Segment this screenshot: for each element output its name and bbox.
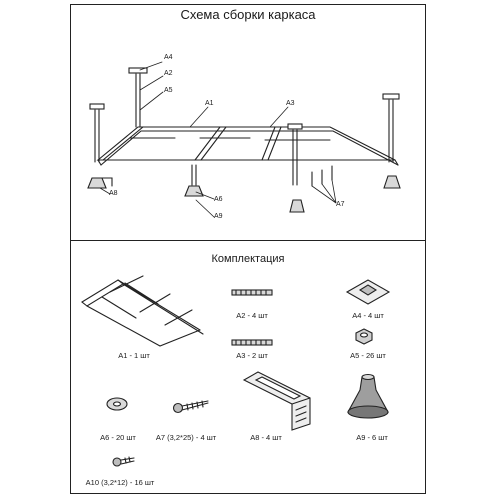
callout-a1: A1 [205,100,214,107]
kit-plate-a4 [345,279,391,305]
kit-caption-a5: A5 - 26 шт [350,351,386,360]
kit-screw-a10 [112,456,135,467]
scheme-title: Схема сборки каркаса [180,7,316,22]
diagram-frame [70,4,426,494]
frame-a1 [96,126,399,166]
callout-a7: A7 [336,201,345,208]
callout-a4: A4 [164,54,173,61]
kit-caption-a4: A4 - 4 шт [352,311,384,320]
callout-a3: A3 [286,100,295,107]
bracket-a8 [99,177,113,187]
callout-a6: A6 [214,196,223,203]
kit-title: Комплектация [211,253,285,265]
kit-caption-a9: A9 - 6 шт [356,433,388,442]
legs [89,67,400,186]
kit-caption-a6: A6 - 20 шт [100,433,136,442]
kit-caption-a2: A2 - 4 шт [236,311,268,320]
kit-bracket-a8 [242,371,311,431]
section-divider [70,240,426,241]
kit-caption-a7: A7 (3,2*25) - 4 шт [155,433,217,442]
feet-a9 [87,175,401,213]
kit-caption-a1: A1 - 1 шт [118,351,150,360]
kit-stud-a3 [231,339,273,346]
callout-a9: A9 [214,213,223,220]
kit-screw-a7 [172,400,209,414]
callout-a2: A2 [164,70,173,77]
kit-stud-a2 [231,289,273,296]
kit-foot-a9 [347,373,389,419]
kit-washer-a6 [106,397,128,411]
callout-a8: A8 [109,190,118,197]
callout-a5: A5 [164,87,173,94]
screws-a7 [311,165,333,187]
kit-caption-a8: A8 - 4 шт [250,433,282,442]
kit-nut-a5 [355,328,373,345]
kit-caption-a3: A3 - 2 шт [236,351,268,360]
kit-caption-a10: A10 (3,2*12) - 16 шт [85,478,155,487]
leader-lines [99,61,337,218]
kit-frame-a1 [81,275,204,347]
